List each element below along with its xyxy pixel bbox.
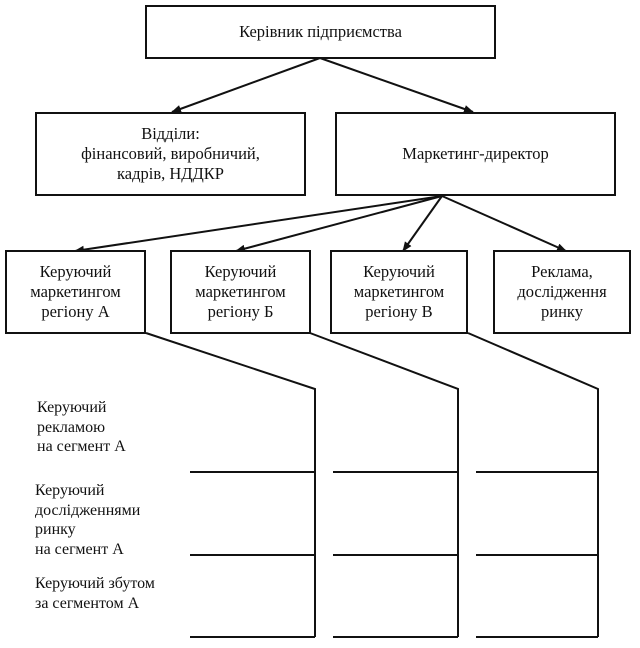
bracket-region-a <box>145 332 316 637</box>
segment-role-advertising: Керуючий рекламою на сегмент А <box>37 398 126 457</box>
node-label-line: ринку <box>541 302 583 321</box>
bracket-region-v <box>467 332 599 637</box>
role-label-line: Керуючий <box>37 399 107 416</box>
node-label-line: Відділи: <box>141 124 200 143</box>
role-label-line: на сегмент А <box>37 438 126 455</box>
role-label-line: ринку <box>35 521 76 538</box>
node-marketing-director: Маркетинг-директор <box>335 112 616 196</box>
role-label-line: дослідженнями <box>35 501 141 519</box>
node-region-a-manager: Керуючий маркетингом регіону А <box>5 250 146 334</box>
node-label: Маркетинг-директор <box>402 144 549 163</box>
segment-role-sales: Керуючий збутом за сегментом А <box>35 574 155 613</box>
role-label-line: рекламою <box>37 418 106 436</box>
node-label-line: Керуючий <box>39 262 112 281</box>
bracket-region-b <box>309 332 459 637</box>
role-label-line: за сегментом А <box>35 594 140 612</box>
node-label-line: регіону А <box>41 302 110 321</box>
node-label-line: Керуючий <box>363 262 435 281</box>
edge-top-to-marketing-director <box>319 57 474 113</box>
node-advertising-market-research: Реклама, дослідження ринку <box>493 250 631 334</box>
node-label-line: маркетингом <box>353 282 445 301</box>
edge-director-to-advertising <box>441 195 567 252</box>
node-enterprise-head: Керівник підприємства <box>145 5 496 59</box>
node-region-v-manager: Керуючий маркетингом регіону В <box>330 250 468 334</box>
role-label-line: Керуючий збутом <box>35 575 155 592</box>
edge-director-to-region-v <box>402 195 443 252</box>
node-label-line: регіону В <box>365 302 433 321</box>
node-label-line: дослідження <box>517 282 607 301</box>
node-departments: Відділи: фінансовий, виробничий, кадрів,… <box>35 112 306 196</box>
role-label-line: на сегмент А <box>35 540 124 558</box>
node-label-line: маркетингом <box>30 282 121 301</box>
node-label-line: маркетингом <box>195 282 286 301</box>
node-label-line: фінансовий, виробничий, <box>81 144 260 163</box>
segment-role-market-research: Керуючий дослідженнями ринку на сегмент … <box>35 481 140 559</box>
node-label-line: кадрів, НДДКР <box>117 164 224 183</box>
node-label-line: Керуючий <box>204 262 277 281</box>
edge-director-to-region-b <box>235 195 443 253</box>
node-label-line: Реклама, <box>531 262 593 281</box>
role-label-line: Керуючий <box>35 482 105 499</box>
edge-top-to-departments <box>171 57 321 113</box>
node-region-b-manager: Керуючий маркетингом регіону Б <box>170 250 311 334</box>
edge-director-to-region-a <box>74 195 443 254</box>
node-label-line: регіону Б <box>207 302 274 321</box>
node-label: Керівник підприємства <box>239 22 402 41</box>
